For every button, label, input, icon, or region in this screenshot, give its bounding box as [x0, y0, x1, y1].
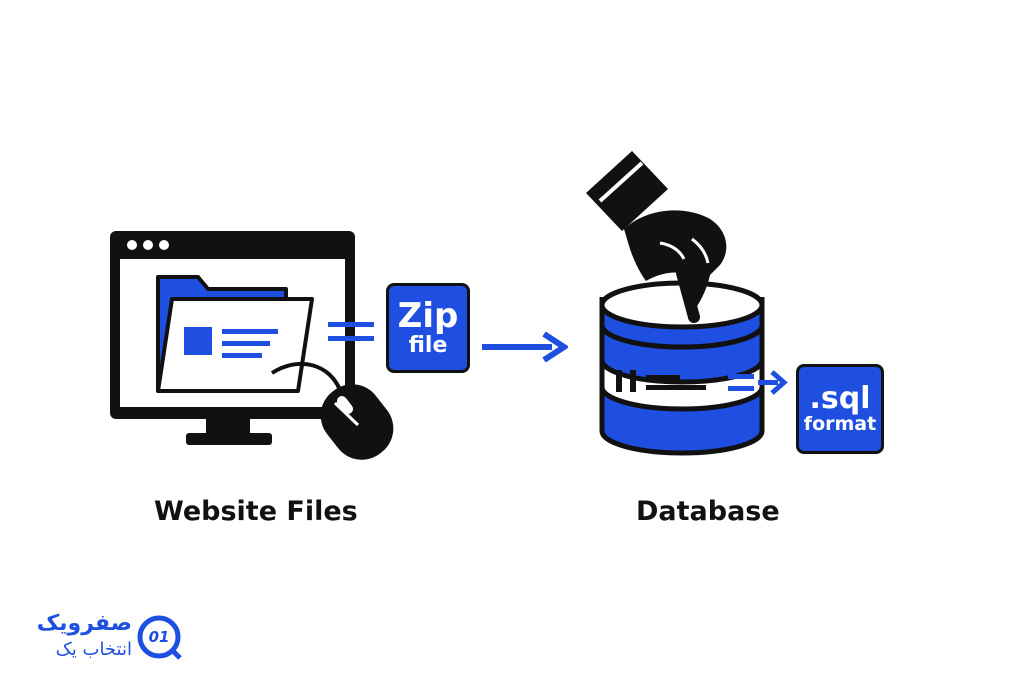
database-caption: Database — [636, 496, 780, 527]
website-files-caption: Website Files — [154, 496, 358, 527]
hand-icon — [586, 151, 727, 323]
zip-tag-line2: file — [408, 333, 448, 359]
sql-tag-line1: .sql — [809, 381, 871, 417]
zip-tag-line1: Zip — [397, 295, 459, 336]
arrow-right-icon — [482, 332, 568, 362]
folder-icon — [156, 275, 314, 393]
database-icon — [599, 280, 765, 456]
zip-file-tag: Zip file — [386, 283, 470, 373]
mouse-icon — [270, 362, 394, 460]
brand-name-line2: انتخاب یک — [55, 639, 132, 660]
brand-name-line1: صفرویک — [36, 611, 132, 636]
brand-logo-mark: 01 — [148, 628, 170, 646]
brand-logo-icon: 01 — [136, 614, 182, 660]
arrow-right-icon — [728, 370, 788, 395]
equals-icon — [328, 322, 374, 341]
website-files-illustration — [110, 231, 394, 460]
database-illustration — [586, 151, 765, 456]
sql-tag-line2: format — [803, 412, 877, 435]
sql-format-tag: .sql format — [796, 364, 884, 454]
